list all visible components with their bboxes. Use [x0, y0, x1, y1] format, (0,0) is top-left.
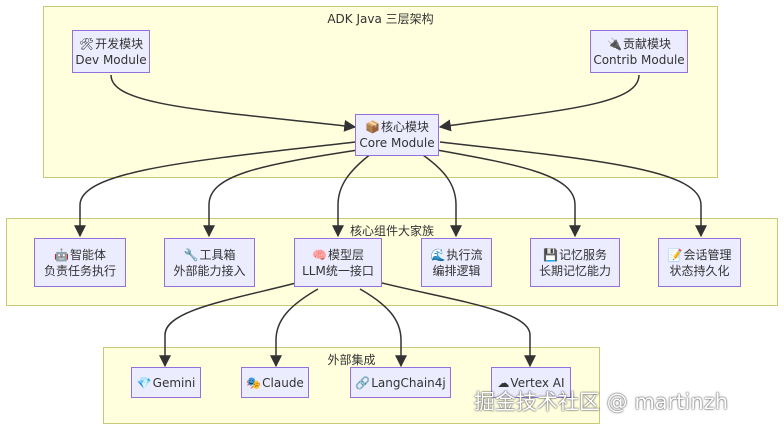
node-gemini[interactable]: 💎 Gemini: [131, 367, 201, 398]
edge-model-langchain: [359, 288, 407, 368]
wave-icon: 🌊: [430, 247, 446, 262]
node-core-module-title: 核心模块: [380, 120, 429, 134]
edge-model-claude: [270, 288, 319, 368]
memo-icon: 📝: [667, 247, 683, 262]
node-tools-title: 工具箱: [199, 247, 236, 262]
theater-masks-icon: 🎭: [246, 375, 262, 390]
node-session-subtitle: 状态持久化: [669, 263, 730, 278]
node-gemini-label: Gemini: [152, 375, 196, 390]
edge-dev-core: [110, 74, 357, 132]
edge-core-flow: [419, 152, 462, 238]
node-contrib-module-subtitle: Contrib Module: [593, 52, 685, 67]
node-session-title: 会话管理: [683, 247, 732, 262]
node-memory-service-title: 记忆服务: [558, 247, 607, 262]
node-model-layer[interactable]: 🧠 模型层 LLM统一接口: [294, 238, 382, 287]
edge-model-vertex: [377, 281, 536, 368]
node-dev-module[interactable]: 🛠 开发模块 Dev Module: [72, 30, 150, 73]
group-core-family-title: 核心组件大家族: [349, 224, 434, 238]
edge-core-tools: [203, 149, 359, 238]
node-tools-subtitle: 外部能力接入: [173, 263, 246, 278]
brain-icon: 🧠: [312, 247, 327, 262]
edge-core-agent: [74, 141, 356, 238]
node-agent[interactable]: 🤖 智能体 负责任务执行: [34, 238, 126, 287]
group-core-family: 核心组件大家族: [6, 218, 778, 306]
node-agent-subtitle: 负责任务执行: [43, 263, 116, 278]
node-flow[interactable]: 🌊 执行流 编排逻辑: [421, 238, 492, 287]
edge-core-memory: [436, 149, 581, 238]
watermark: 掘金技术社区 @ martinzh: [474, 390, 729, 414]
node-claude[interactable]: 🎭 Claude: [241, 367, 309, 398]
node-model-layer-subtitle: LLM统一接口: [302, 263, 374, 278]
cloud-icon: ☁: [497, 375, 510, 390]
node-core-module-subtitle: Core Module: [359, 136, 435, 150]
link-icon: 🔗: [355, 375, 371, 390]
edge-core-model: [332, 152, 373, 238]
node-contrib-module-title: 贡献模块: [622, 36, 671, 51]
plug-icon: 🔌: [607, 36, 622, 51]
node-vertex-ai-label: Vertex AI: [510, 375, 565, 390]
robot-icon: 🤖: [54, 247, 69, 262]
node-tools[interactable]: 🔧 工具箱 外部能力接入: [164, 238, 255, 287]
node-model-layer-title: 模型层: [327, 247, 364, 262]
node-langchain4j[interactable]: 🔗 LangChain4j: [350, 367, 451, 398]
floppy-disk-icon: 💾: [543, 247, 558, 262]
node-claude-label: Claude: [262, 375, 304, 390]
tools-icon: 🛠: [78, 36, 95, 51]
node-dev-module-subtitle: Dev Module: [75, 52, 147, 67]
node-memory-service-subtitle: 长期记忆能力: [538, 263, 611, 278]
wrench-icon: 🔧: [183, 247, 199, 262]
edge-contrib-core: [438, 74, 640, 132]
node-dev-module-title: 开发模块: [95, 36, 144, 51]
node-session[interactable]: 📝 会话管理 状态持久化: [658, 238, 741, 287]
node-langchain4j-label: LangChain4j: [371, 375, 446, 390]
group-architecture-title: ADK Java 三层架构: [327, 12, 434, 26]
node-flow-subtitle: 编排逻辑: [432, 263, 481, 278]
node-vertex-ai[interactable]: ☁ Vertex AI: [491, 367, 571, 398]
node-agent-title: 智能体: [69, 247, 106, 262]
node-flow-title: 执行流: [446, 247, 483, 262]
package-icon: 📦: [365, 120, 380, 134]
node-memory-service[interactable]: 💾 记忆服务 长期记忆能力: [530, 238, 620, 287]
node-core-module[interactable]: 📦 核心模块 Core Module: [355, 114, 439, 156]
edge-model-gemini: [159, 281, 301, 368]
group-external-title: 外部集成: [327, 353, 376, 367]
gem-icon: 💎: [136, 375, 152, 390]
edge-core-session: [439, 141, 707, 238]
node-contrib-module[interactable]: 🔌 贡献模块 Contrib Module: [590, 30, 688, 73]
